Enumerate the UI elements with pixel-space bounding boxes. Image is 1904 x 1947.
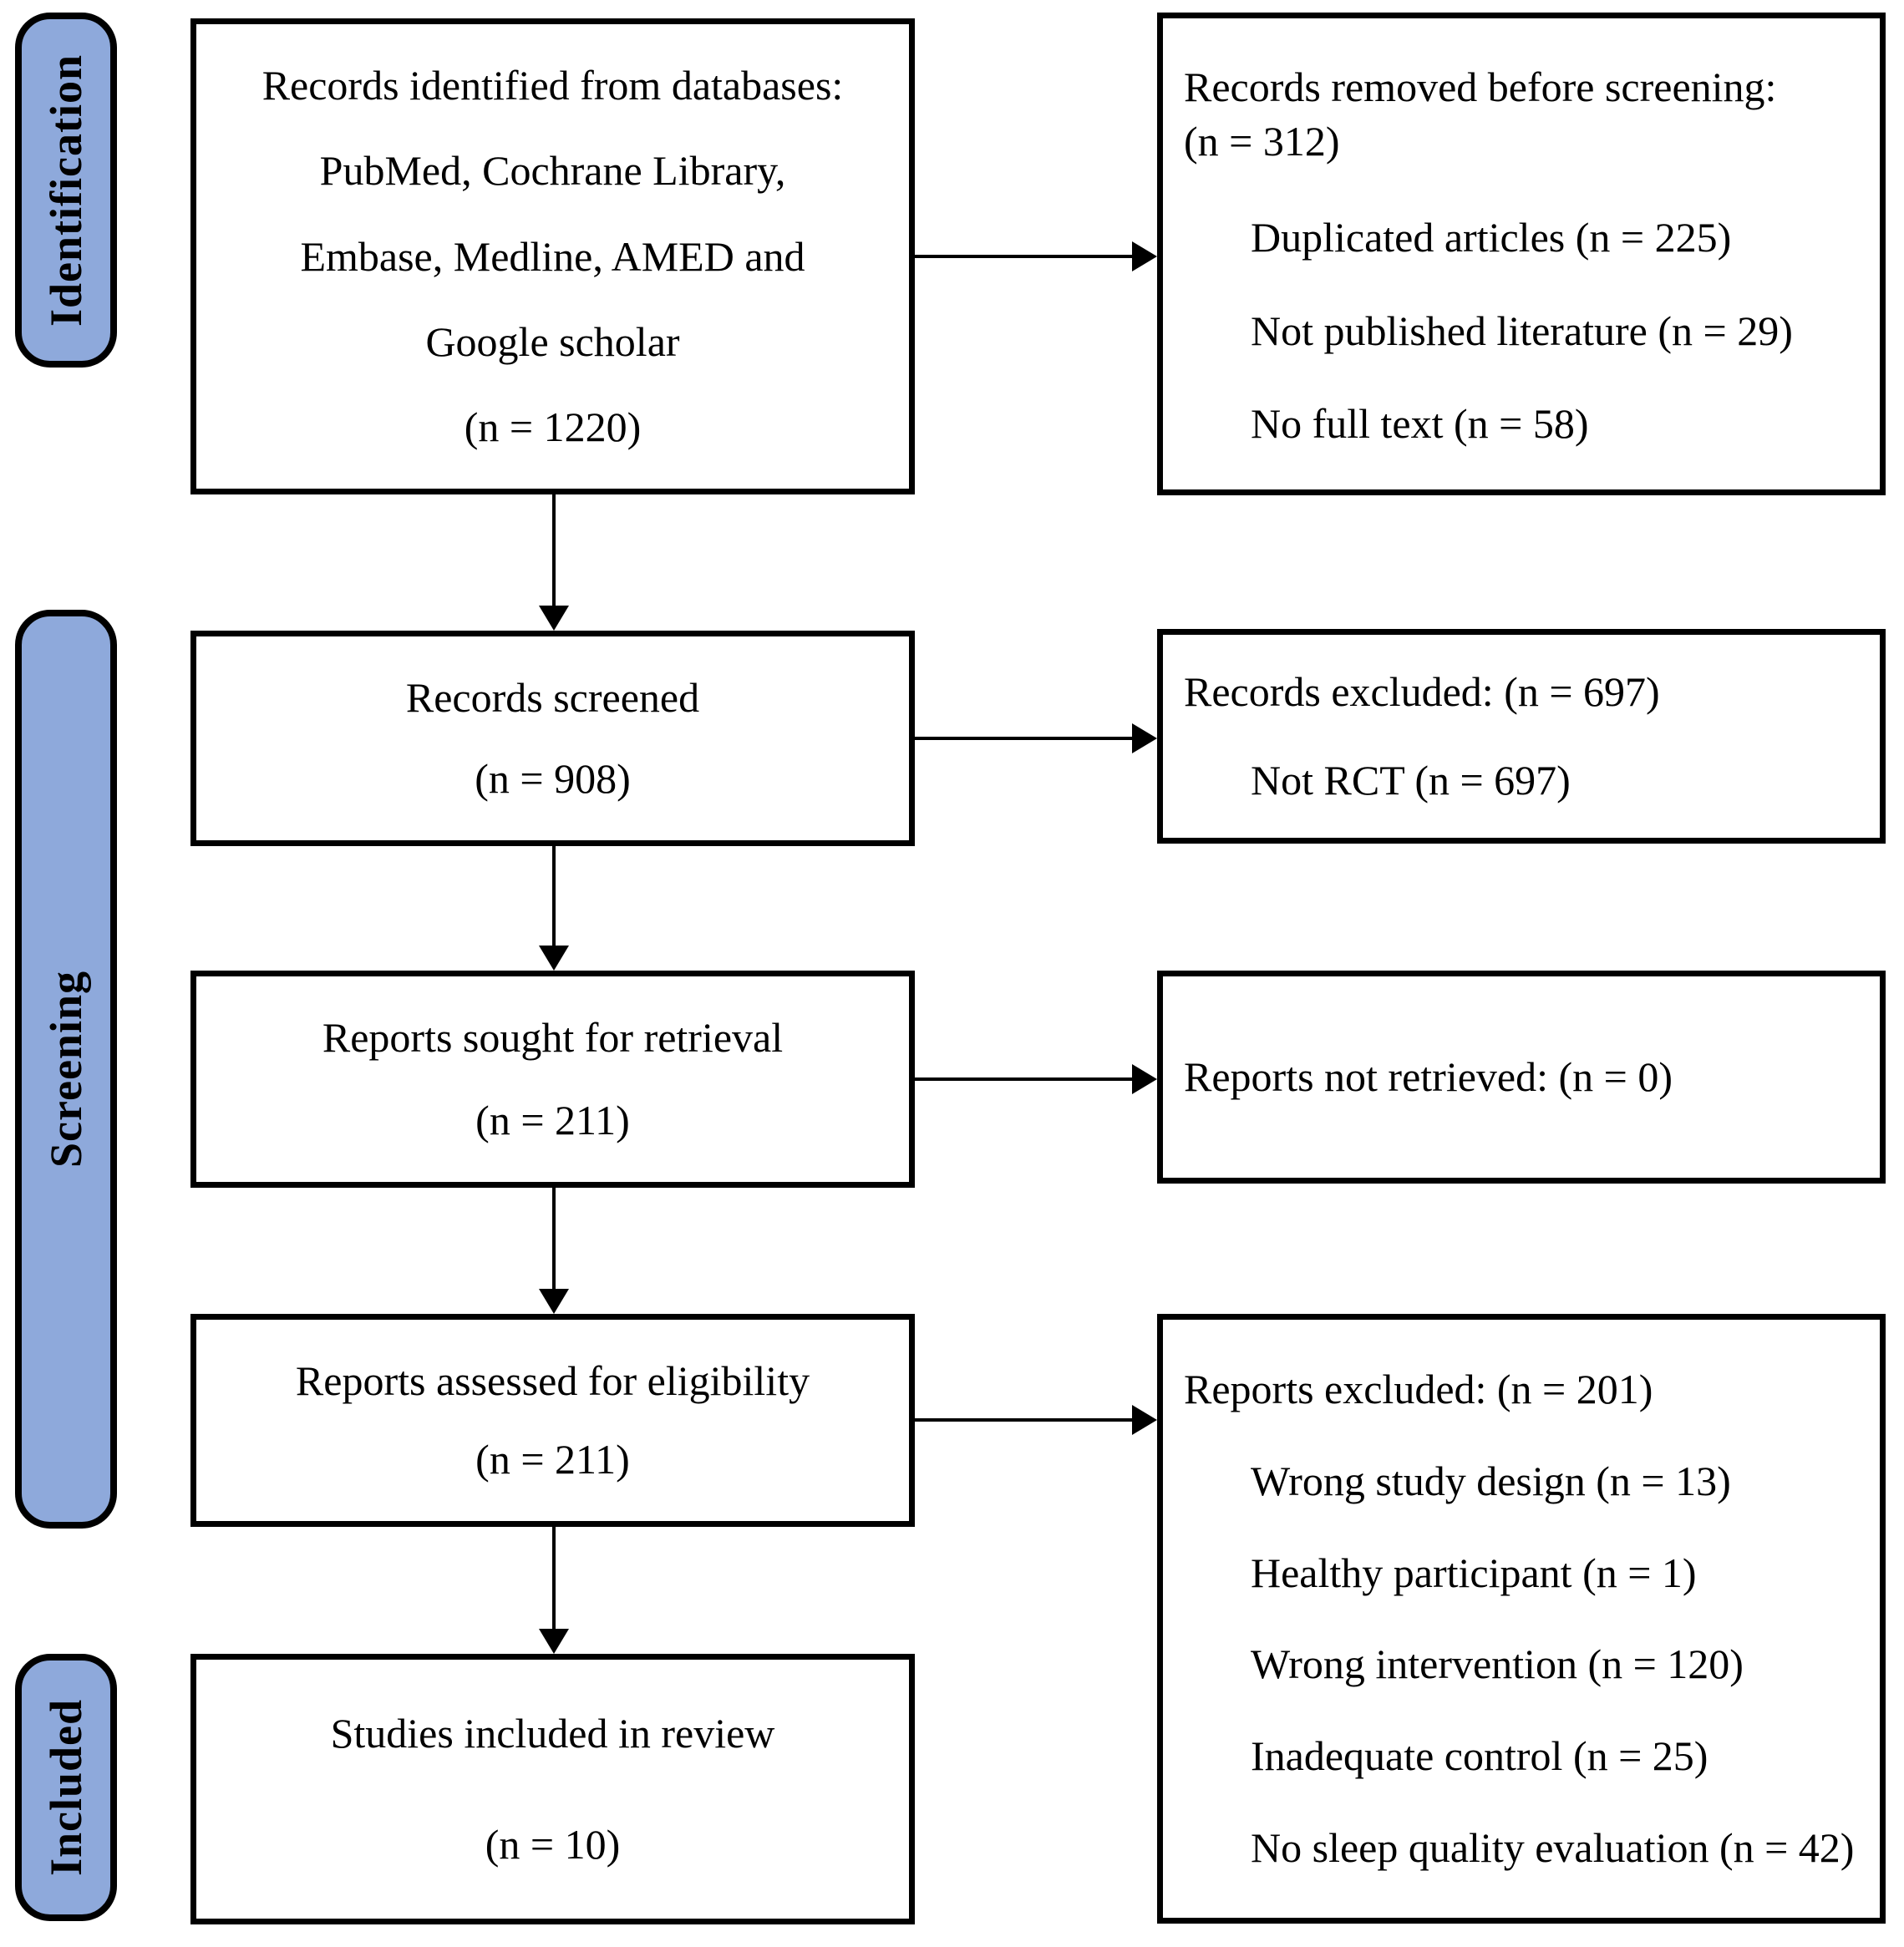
box-records-screened: Records screened (n = 908) — [190, 631, 915, 846]
arrowhead-down-icon — [539, 946, 569, 971]
arrow-screened-to-excluded — [915, 723, 1157, 753]
records-identified-line-3: Embase, Medline, AMED and — [300, 232, 805, 280]
reports-assessed-title: Reports assessed for eligibility — [295, 1357, 810, 1404]
records-screened-count: (n = 908) — [475, 755, 631, 802]
records-identified-line-1: Records identified from databases: — [261, 62, 844, 109]
records-removed-item-1: Duplicated articles (n = 225) — [1251, 214, 1732, 261]
box-reports-not-retrieved: Reports not retrieved: (n = 0) — [1157, 971, 1886, 1184]
reports-excluded-item-4: Inadequate control (n = 25) — [1251, 1732, 1709, 1780]
arrow-line — [915, 1077, 1134, 1081]
reports-excluded-header: Reports excluded: (n = 201) — [1184, 1366, 1653, 1412]
box-records-identified: Records identified from databases: PubMe… — [190, 18, 915, 494]
arrow-line — [915, 255, 1134, 258]
records-identified-count: (n = 1220) — [464, 403, 642, 450]
reports-excluded-item-3: Wrong intervention (n = 120) — [1251, 1640, 1744, 1688]
stage-label-identification: Identification — [15, 13, 117, 368]
records-screened-title: Records screened — [405, 674, 700, 721]
records-excluded-item-1: Not RCT (n = 697) — [1251, 757, 1571, 804]
reports-sought-count: (n = 211) — [475, 1097, 630, 1143]
arrow-line — [552, 1527, 556, 1630]
arrow-line — [552, 1188, 556, 1290]
records-identified-line-4: Google scholar — [425, 317, 680, 365]
records-removed-item-3: No full text (n = 58) — [1251, 399, 1589, 447]
arrow-line — [915, 1418, 1134, 1422]
arrow-screened-to-sought — [539, 846, 569, 971]
arrow-sought-to-assessed — [539, 1188, 569, 1314]
arrow-sought-to-not-retrieved — [915, 1064, 1157, 1094]
arrowhead-down-icon — [539, 1289, 569, 1314]
arrow-line — [915, 737, 1134, 740]
arrowhead-down-icon — [539, 606, 569, 631]
arrow-identified-to-screened — [539, 494, 569, 631]
reports-excluded-item-2: Healthy participant (n = 1) — [1251, 1549, 1697, 1596]
arrowhead-right-icon — [1132, 1064, 1157, 1094]
records-removed-header: Records removed before screening: — [1184, 63, 1777, 110]
stage-label-screening: Screening — [15, 610, 117, 1529]
records-removed-header-group: Records removed before screening: (n = 3… — [1184, 60, 1855, 169]
records-identified-line-2: PubMed, Cochrane Library, — [319, 147, 786, 195]
arrowhead-right-icon — [1132, 1405, 1157, 1435]
stage-label-screening-text: Screening — [41, 971, 91, 1168]
arrowhead-right-icon — [1132, 723, 1157, 753]
reports-not-retrieved-header: Reports not retrieved: (n = 0) — [1184, 1053, 1673, 1100]
records-excluded-header: Records excluded: (n = 697) — [1184, 668, 1660, 715]
arrowhead-right-icon — [1132, 241, 1157, 271]
arrow-line — [552, 494, 556, 607]
box-reports-assessed: Reports assessed for eligibility (n = 21… — [190, 1314, 915, 1527]
records-removed-item-2: Not published literature (n = 29) — [1251, 307, 1793, 354]
arrowhead-down-icon — [539, 1629, 569, 1654]
arrow-assessed-to-included — [539, 1527, 569, 1654]
stage-label-included: Included — [15, 1654, 117, 1921]
stage-label-included-text: Included — [41, 1698, 91, 1877]
arrow-assessed-to-reports-excluded — [915, 1405, 1157, 1435]
box-reports-sought: Reports sought for retrieval (n = 211) — [190, 971, 915, 1188]
arrow-line — [552, 846, 556, 947]
arrow-identified-to-removed — [915, 241, 1157, 271]
box-studies-included: Studies included in review (n = 10) — [190, 1654, 915, 1924]
box-reports-excluded: Reports excluded: (n = 201) Wrong study … — [1157, 1314, 1886, 1924]
reports-excluded-item-5: No sleep quality evaluation (n = 42) — [1251, 1823, 1855, 1871]
studies-included-title: Studies included in review — [330, 1710, 775, 1757]
reports-sought-title: Reports sought for retrieval — [322, 1014, 784, 1061]
records-removed-count: (n = 312) — [1184, 118, 1340, 165]
studies-included-count: (n = 10) — [485, 1821, 621, 1868]
reports-excluded-item-1: Wrong study design (n = 13) — [1251, 1457, 1731, 1504]
box-records-excluded: Records excluded: (n = 697) Not RCT (n =… — [1157, 629, 1886, 844]
box-records-removed: Records removed before screening: (n = 3… — [1157, 13, 1886, 495]
reports-assessed-count: (n = 211) — [475, 1436, 630, 1483]
stage-label-identification-text: Identification — [41, 53, 92, 327]
